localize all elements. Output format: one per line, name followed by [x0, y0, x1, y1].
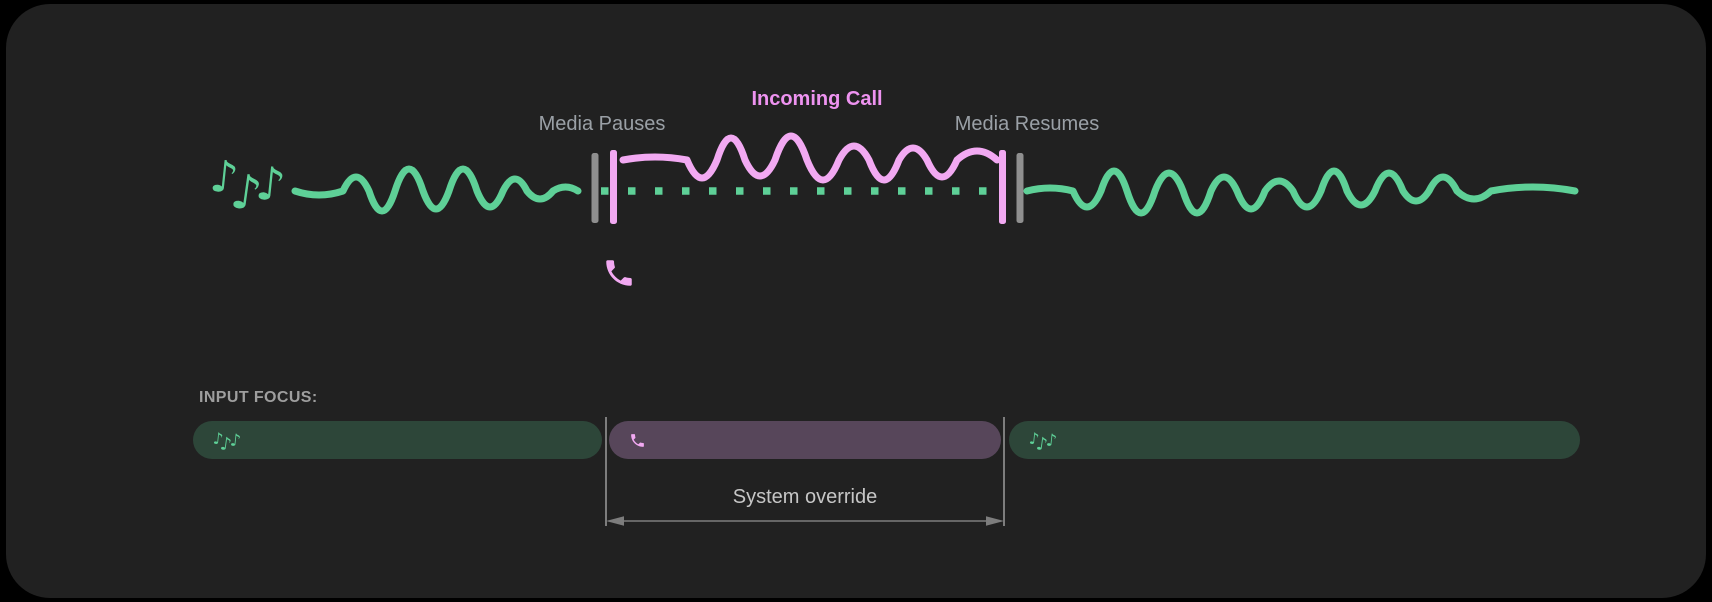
system-override-label: System override — [732, 486, 878, 508]
input-focus-heading: INPUT FOCUS: — [199, 389, 318, 406]
music-notes-icon: ♪ ♪ ♪ — [212, 429, 242, 456]
music-note-glyph: ♪ — [252, 155, 288, 213]
resume-marker-pink-bar — [999, 150, 1006, 224]
music-note-glyph: ♪ — [228, 430, 242, 452]
system-override-arrow — [606, 516, 1004, 526]
music-note-glyph: ♪ — [1044, 430, 1058, 452]
timeline-waveform — [291, 132, 1579, 224]
phone-icon — [629, 432, 646, 449]
resume-marker-gray-bar — [1016, 153, 1024, 223]
media-pauses-label: Media Pauses — [538, 113, 666, 135]
override-bracket-left — [605, 417, 607, 526]
media-wave-before — [291, 165, 582, 215]
media-wave-after — [1023, 167, 1579, 217]
diagram-card: Media Pauses Incoming Call Media Resumes… — [6, 4, 1706, 598]
override-bracket-right — [1003, 417, 1005, 526]
pause-marker-gray-bar — [591, 153, 599, 223]
focus-bar-media-before: ♪ ♪ ♪ — [193, 421, 602, 459]
media-resumes-label: Media Resumes — [954, 113, 1100, 135]
focus-bar-media-after: ♪ ♪ ♪ — [1009, 421, 1580, 459]
phone-icon — [602, 256, 636, 290]
music-notes-icon: ♪ ♪ ♪ — [1028, 429, 1058, 456]
incoming-call-label: Incoming Call — [751, 88, 883, 110]
incoming-call-wave — [619, 132, 1001, 184]
focus-bar-call — [609, 421, 1001, 459]
music-notes-icon: ♪ ♪ ♪ — [207, 151, 287, 223]
pause-marker-pink-bar — [610, 150, 617, 224]
